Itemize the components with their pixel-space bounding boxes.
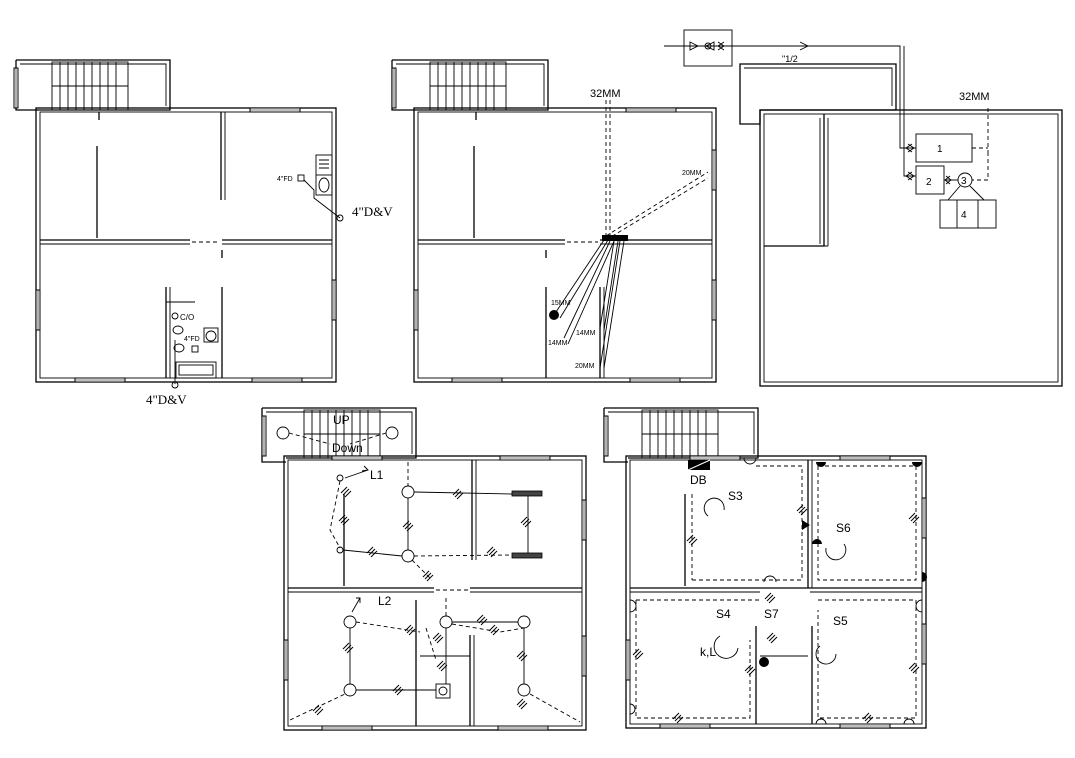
stair-up-label: UP [333, 413, 350, 427]
switch-kl-label: k,L [700, 645, 716, 659]
pipe-32mm-label-b: 32MM [959, 91, 990, 103]
stair-down-label: Down [332, 441, 363, 455]
half-inch-label: "1/2 [782, 54, 798, 64]
dv-label-bottom: 4"D&V [146, 392, 187, 407]
drainage-plan: 4"FD 4"D&V C/O 4"FD 4"D&V [13, 59, 393, 407]
dv-label-right: 4"D&V [352, 204, 393, 219]
floor-drain-label-bath: 4"FD [184, 336, 200, 343]
switch-s5-label: S5 [833, 614, 848, 628]
switch-s3-label: S3 [728, 489, 743, 503]
pipe-15mm-label: 15MM [551, 300, 571, 307]
floor-drain-label-top: 4"FD [277, 176, 293, 183]
cleanout-label: C/O [180, 313, 194, 322]
roof-tank-plan: "1/2 1 2 3 4 32MM [664, 29, 1063, 387]
power-plan: DB S3 S4 S5 S6 S7 k,L [603, 407, 927, 729]
water-supply-plan: 32MM 20MM 15MM 14MM 14MM 20MM [391, 59, 717, 383]
pipe-20mm-label-b: 20MM [575, 363, 595, 370]
switch-s4-label: S4 [716, 607, 731, 621]
switch-s6-label: S6 [836, 521, 851, 535]
lighting-l1-label: L1 [370, 468, 384, 482]
tank-1-label: 1 [937, 144, 943, 155]
pipe-20mm-label: 20MM [682, 170, 702, 177]
pipe-14mm-label-a: 14MM [548, 340, 568, 347]
tank-2-label: 2 [926, 177, 932, 188]
lighting-l2-label: L2 [378, 594, 392, 608]
distribution-board-label: DB [690, 473, 707, 487]
pipe-14mm-label-b: 14MM [576, 330, 596, 337]
tank-3-label: 3 [961, 176, 967, 187]
switch-s7-label: S7 [764, 607, 779, 621]
lighting-plan: UP Down L1 L2 [261, 407, 587, 731]
pipe-32mm-label: 32MM [590, 88, 621, 100]
tank-4-label: 4 [961, 210, 967, 221]
